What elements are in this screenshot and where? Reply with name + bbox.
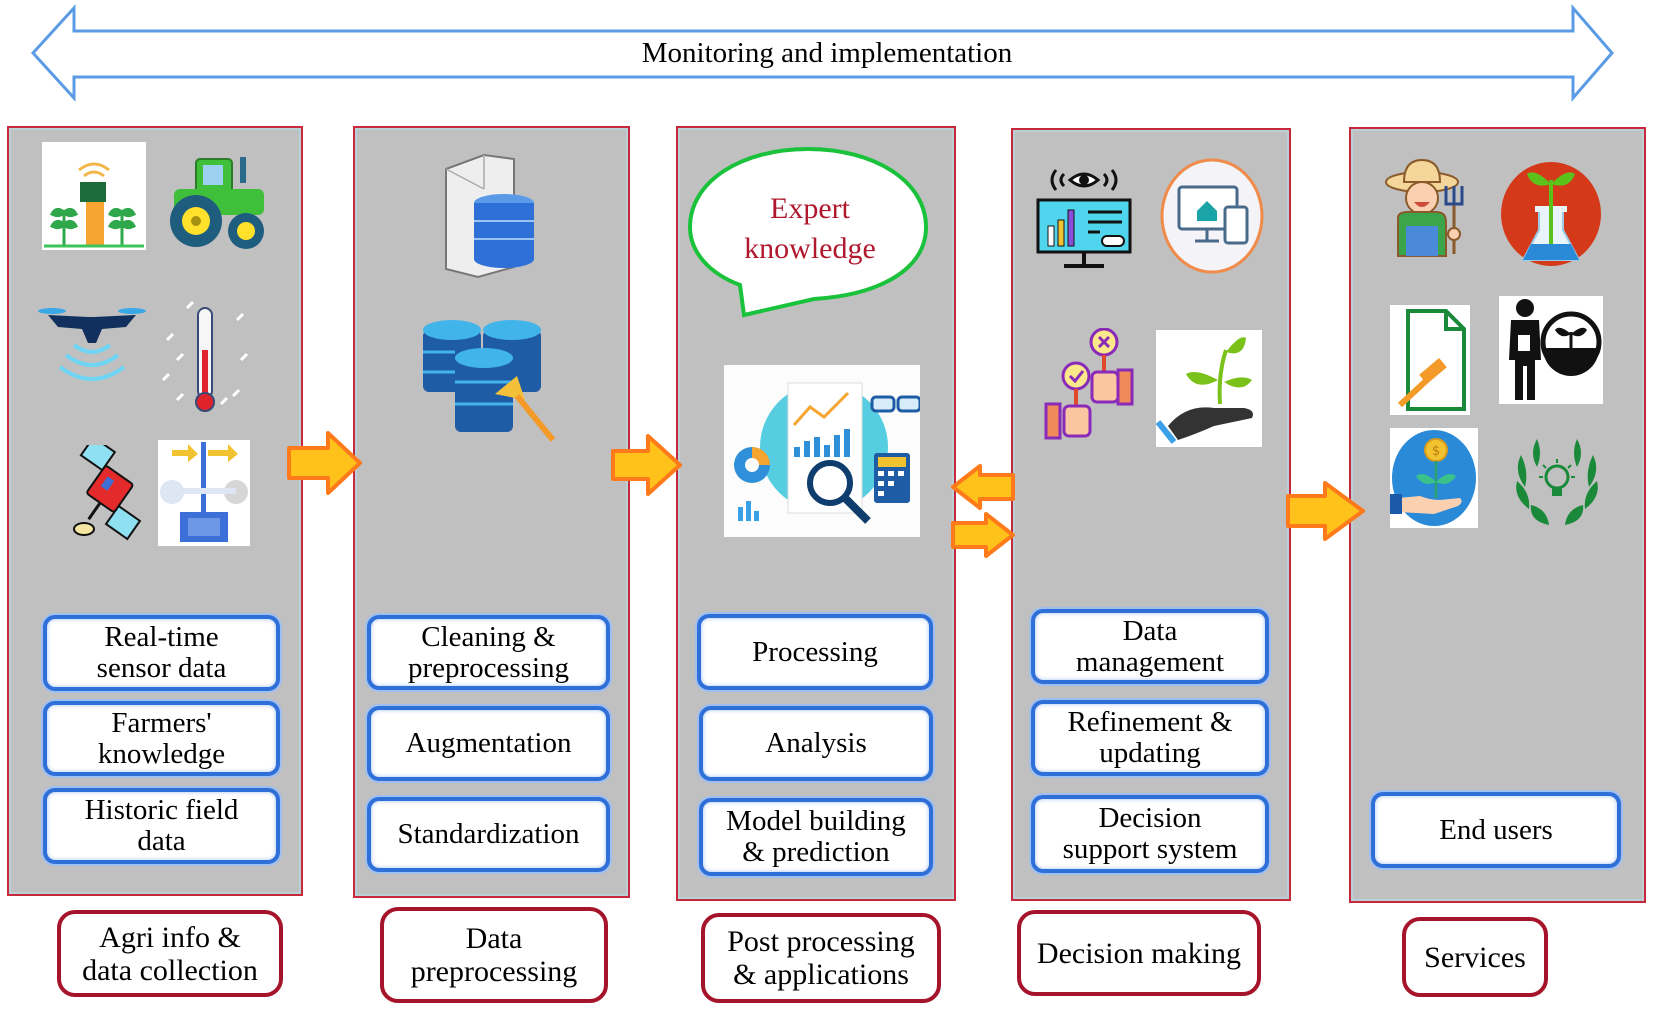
box-processing[interactable]: Processing [697, 614, 933, 690]
box-augmentation[interactable]: Augmentation [367, 706, 610, 781]
flow-arrow-collection-to-preprocessing [287, 431, 362, 495]
box-analysis[interactable]: Analysis [699, 706, 933, 781]
voting-icon [1044, 328, 1134, 440]
monitoring-double-arrow [30, 3, 1614, 103]
plant-in-hand-icon [1156, 330, 1262, 447]
thermometer-icon [161, 300, 249, 412]
expert-knowledge-bubble [687, 146, 929, 318]
box-farmers-knowledge[interactable]: Farmers' knowledge [43, 701, 280, 776]
box-real-time-sensor-data[interactable]: Real-time sensor data [43, 615, 280, 691]
stage-label-agri-info: Agri info & data collection [57, 910, 283, 997]
box-historic-field-data[interactable]: Historic field data [43, 788, 280, 864]
smart-devices-icon [1160, 158, 1264, 274]
innovation-laurel-icon [1516, 439, 1598, 525]
farmer-icon [1385, 158, 1464, 257]
stage-label-decision-making: Decision making [1017, 910, 1261, 996]
legal-document-icon [1390, 305, 1470, 415]
flow-arrow-decision-to-services [1286, 481, 1365, 541]
monitoring-dashboard-icon [1036, 169, 1132, 268]
agronomist-icon [1499, 296, 1603, 404]
data-analysis-icon [724, 365, 920, 537]
drone-icon [38, 308, 146, 381]
database-cleaning-icon [423, 320, 556, 442]
satellite-icon [73, 445, 142, 541]
expert-knowledge-label: Expert knowledge [744, 192, 876, 265]
box-cleaning-preprocessing[interactable]: Cleaning & preprocessing [367, 615, 610, 690]
box-end-users[interactable]: End users [1371, 792, 1621, 868]
box-decision-support-system[interactable]: Decision support system [1031, 795, 1269, 873]
box-model-building-prediction[interactable]: Model building & prediction [699, 798, 933, 876]
stage-label-services: Services [1402, 917, 1548, 997]
flow-arrow-post-to-decision [951, 512, 1015, 558]
flow-arrow-decision-to-post [951, 464, 1015, 510]
weather-vane-icon [158, 440, 250, 546]
stage-label-post-processing: Post processing & applications [701, 913, 941, 1003]
box-standardization[interactable]: Standardization [367, 797, 610, 872]
field-sensor-icon [42, 142, 146, 250]
svg-text:$: $ [1432, 444, 1440, 459]
box-refinement-updating[interactable]: Refinement & updating [1031, 700, 1269, 776]
tractor-icon [170, 157, 264, 249]
box-data-management[interactable]: Data management [1031, 609, 1269, 684]
plant-lab-icon [1501, 162, 1601, 266]
stage-label-data-preprocessing: Data preprocessing [380, 907, 608, 1003]
flow-arrow-preprocessing-to-post [611, 434, 682, 496]
investment-icon: $ [1390, 428, 1478, 528]
monitoring-label: Monitoring and implementation [641, 37, 1013, 69]
database-server-icon [445, 153, 534, 279]
